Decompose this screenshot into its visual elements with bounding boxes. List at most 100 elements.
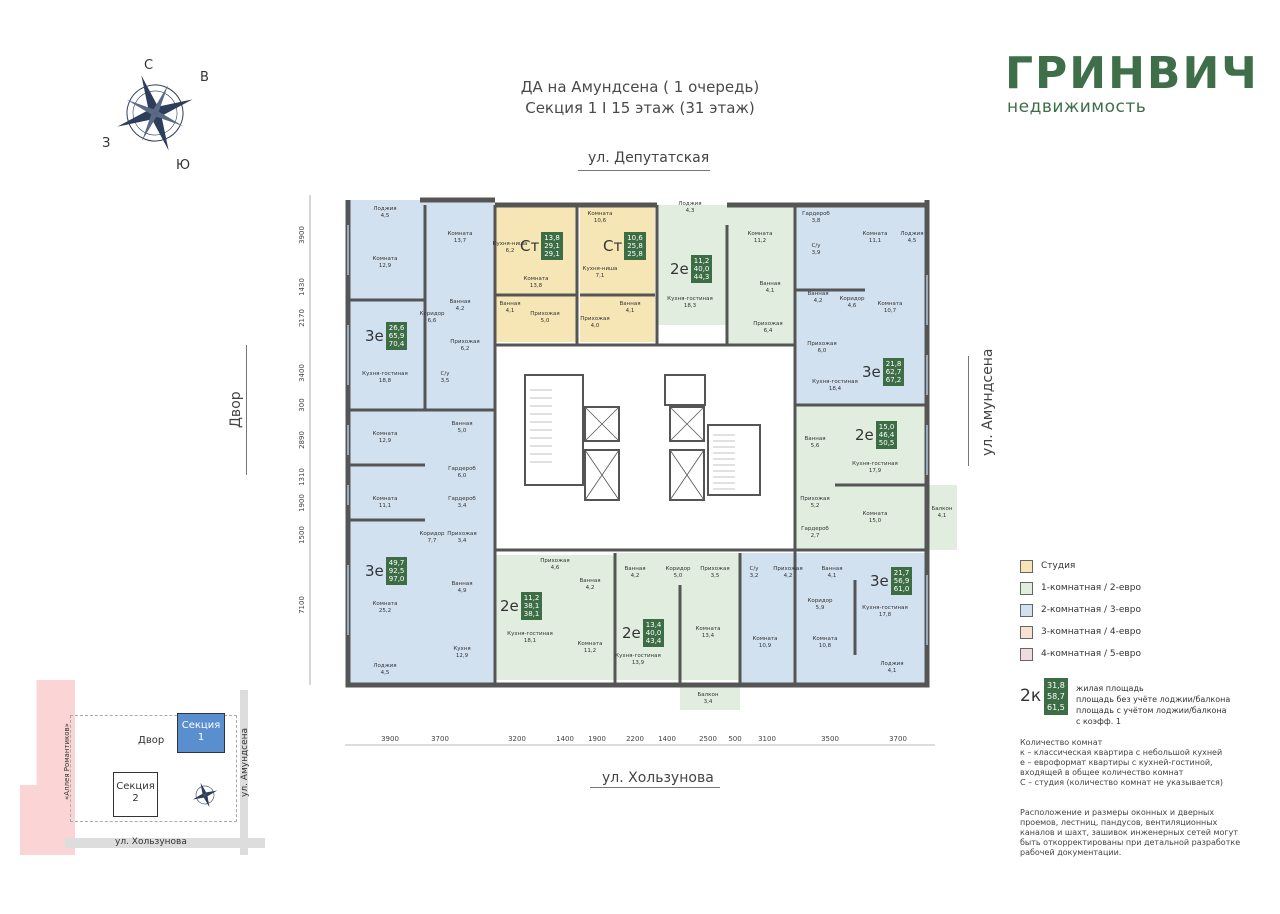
- apt-3e-a[interactable]: [348, 200, 495, 410]
- dimension-label: 3700: [431, 735, 449, 743]
- apt-2e-d[interactable]: [615, 553, 740, 680]
- minimap-road-right: [240, 690, 248, 855]
- loggia-bottom-right: [850, 655, 920, 680]
- dimension-label: 2200: [626, 735, 644, 743]
- legend-item: Студия: [1020, 558, 1240, 574]
- plan-subtitle: Секция 1 I 15 этаж (31 этаж): [525, 99, 755, 117]
- dimension-label: 3700: [889, 735, 907, 743]
- dimension-label: 1430: [298, 278, 306, 296]
- dimension-label: 500: [728, 735, 741, 743]
- legend-swatch: [1020, 625, 1033, 639]
- site-minimap: Двор Секция 1 Секция 2 ул. Хользунова ул…: [20, 680, 265, 860]
- yard-label: Двор: [228, 391, 244, 428]
- legend-item: 2-комнатная / 3-евро: [1020, 602, 1240, 618]
- dimension-label: 1900: [588, 735, 606, 743]
- dimension-label: 7100: [298, 596, 306, 614]
- dimension-label: 2890: [298, 431, 306, 449]
- compass-north: С: [144, 58, 153, 73]
- compass-rose-icon: С В Ю З: [102, 58, 209, 173]
- dimension-label: 1500: [298, 526, 306, 544]
- minimap-section-2[interactable]: Секция 2: [113, 772, 158, 817]
- apt-2e-a2[interactable]: [727, 205, 797, 345]
- dimension-label: 2170: [298, 309, 306, 327]
- brand-logo: ГРИНВИЧ: [1005, 48, 1259, 99]
- brand-subtitle: недвижимость: [1007, 97, 1147, 117]
- apt-3e-c[interactable]: [348, 410, 495, 685]
- disclaimer-note: Расположение и размеры оконных и дверных…: [1020, 808, 1241, 857]
- minimap-section-1[interactable]: Секция 1: [177, 713, 225, 753]
- dimension-label: 3900: [298, 226, 306, 244]
- dimension-label: 3400: [298, 364, 306, 382]
- apt-3e-b[interactable]: [795, 205, 927, 405]
- street-right: ул. Амундсена: [980, 348, 996, 456]
- minimap-road-bottom: [65, 838, 265, 848]
- apt-studio-1[interactable]: [495, 205, 577, 342]
- legend-swatch: [1020, 647, 1033, 661]
- street-top-line: [578, 170, 710, 171]
- legend-item: 1-комнатная / 2-евро: [1020, 580, 1240, 596]
- apt-2e-b[interactable]: [795, 405, 927, 550]
- street-bottom-line: [590, 787, 720, 788]
- legend-item: 3-комнатная / 4-евро: [1020, 624, 1240, 640]
- dimension-label: 3500: [821, 735, 839, 743]
- legend-swatch: [1020, 581, 1033, 595]
- apt-2e-c[interactable]: [495, 555, 615, 680]
- legend-item: 4-комнатная / 5-евро: [1020, 646, 1240, 662]
- apt-studio-2[interactable]: [580, 205, 655, 342]
